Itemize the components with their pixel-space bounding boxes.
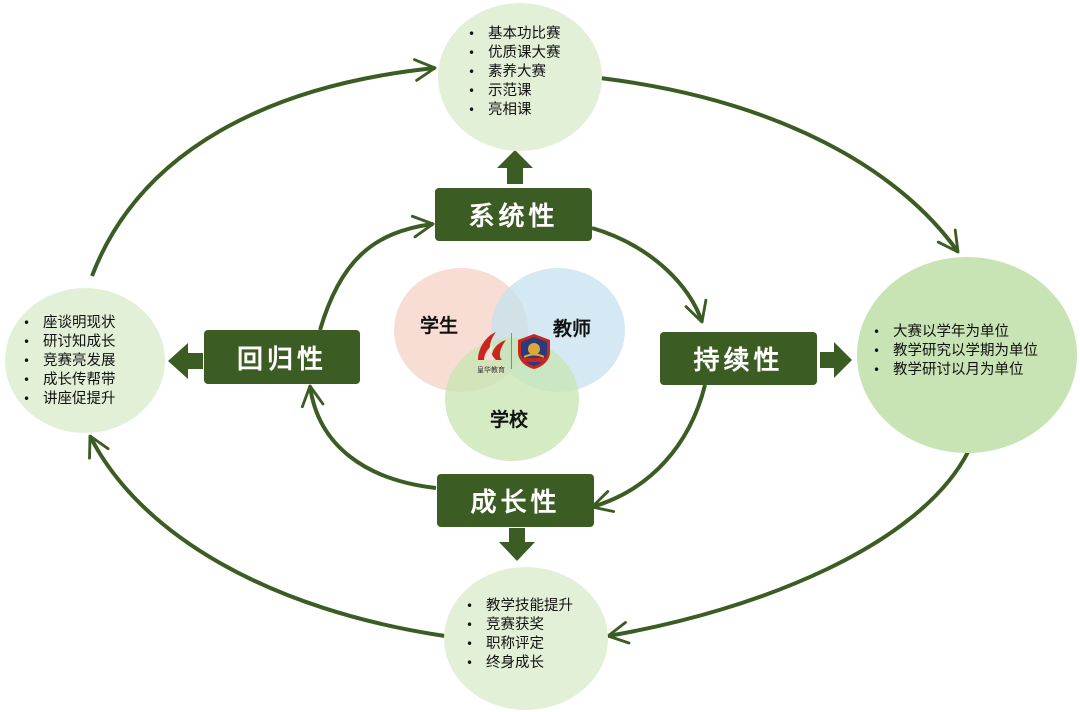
list-item: 亮相课 [468, 101, 561, 120]
block-arrow-left [168, 343, 203, 379]
bottom-node-list: 教学技能提升 竞赛获奖 职称评定 终身成长 [466, 597, 573, 673]
shield-logo-icon [518, 334, 550, 369]
list-item: 成长传帮带 [23, 371, 116, 390]
venn-label-student: 学生 [420, 315, 459, 337]
top-node: 基本功比赛 优质课大赛 素养大赛 示范课 亮相课 [438, 3, 602, 151]
flame-logo-icon [478, 332, 506, 360]
list-item: 座谈明现状 [23, 314, 116, 333]
label-systematic: 系统性 [435, 188, 592, 241]
list-item: 素养大赛 [468, 63, 561, 82]
outer-arc-bottom-left [88, 434, 446, 638]
label-growth: 成长性 [437, 474, 594, 527]
list-item: 教学技能提升 [466, 597, 573, 616]
inner-arc-bottom-left [300, 384, 437, 490]
list-item: 教学研讨以月为单位 [873, 361, 1038, 380]
bottom-node: 教学技能提升 竞赛获奖 职称评定 终身成长 [444, 567, 608, 710]
list-item: 职称评定 [466, 635, 573, 654]
list-item: 研讨知成长 [23, 333, 116, 352]
list-item: 基本功比赛 [468, 25, 561, 44]
venn-school-circle [445, 338, 579, 461]
logo-text: 皇华教育 [477, 366, 505, 374]
inner-arc-top-right [591, 226, 708, 324]
brand-logo-left: 皇华教育 [472, 330, 510, 374]
block-arrow-up [497, 150, 533, 184]
outer-arc-left-top [90, 58, 437, 277]
inner-arc-left-top [318, 214, 435, 331]
venn-label-school: 学校 [490, 409, 529, 431]
list-item: 优质课大赛 [468, 44, 561, 63]
venn-label-teacher: 教师 [553, 318, 592, 340]
list-item: 教学研究以学期为单位 [873, 342, 1038, 361]
inner-arc-right-bottom [590, 384, 707, 513]
list-item: 大赛以学年为单位 [873, 323, 1038, 342]
list-item: 终身成长 [466, 654, 573, 673]
block-arrow-down [499, 528, 535, 561]
left-node-list: 座谈明现状 研讨知成长 竞赛亮发展 成长传帮带 讲座促提升 [23, 314, 116, 409]
outer-arc-right-bottom [606, 451, 970, 645]
block-arrow-right [820, 342, 852, 378]
right-node-list: 大赛以学年为单位 教学研究以学期为单位 教学研讨以月为单位 [873, 323, 1038, 380]
left-node: 座谈明现状 研讨知成长 竞赛亮发展 成长传帮带 讲座促提升 [5, 288, 165, 433]
list-item: 示范课 [468, 82, 561, 101]
outer-arc-top-right [599, 76, 960, 254]
label-continuity: 持续性 [660, 332, 817, 385]
list-item: 竞赛亮发展 [23, 352, 116, 371]
label-return: 回归性 [204, 330, 360, 384]
top-node-list: 基本功比赛 优质课大赛 素养大赛 示范课 亮相课 [468, 25, 561, 120]
right-node: 大赛以学年为单位 教学研究以学期为单位 教学研讨以月为单位 [857, 257, 1077, 453]
list-item: 竞赛获奖 [466, 616, 573, 635]
logo-divider [511, 333, 512, 369]
list-item: 讲座促提升 [23, 390, 116, 409]
brand-logo-right [514, 332, 554, 370]
